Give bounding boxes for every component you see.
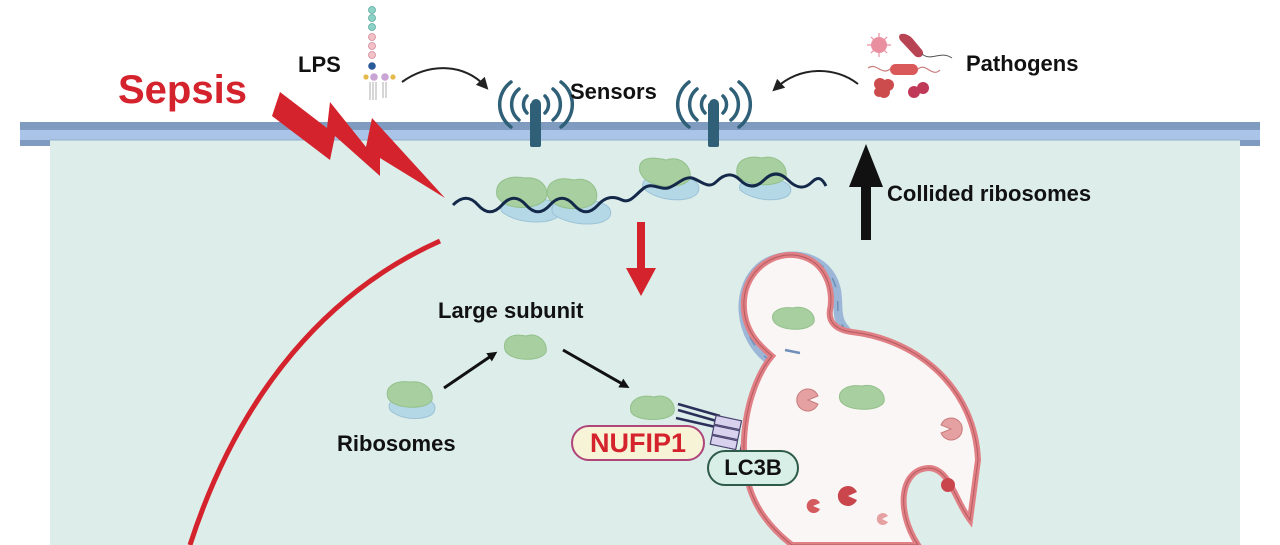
pathogens-to-sensors-arrow [772, 70, 859, 92]
lps-molecule-icon [363, 6, 396, 100]
large-subunit-icon [839, 384, 885, 410]
sensor-antenna-icon [675, 80, 753, 147]
lc3b-label: LC3B [724, 455, 782, 480]
dissociation-down-arrow [626, 222, 656, 296]
ribosomes-label: Ribosomes [337, 431, 456, 456]
sensor-antenna-icon [497, 80, 575, 147]
large-subunit-icon [503, 334, 547, 360]
nufip1-badge: NUFIP1 [571, 425, 705, 461]
collided-ribosomes-up-arrow [849, 144, 883, 240]
lps-label: LPS [298, 52, 341, 77]
pathogens-label: Pathogens [966, 51, 1079, 76]
subunit-to-nufip1-arrow [562, 348, 630, 388]
lc3b-badge: LC3B [707, 450, 799, 486]
red-membrane-curve [187, 238, 442, 545]
autophagosome-icon [738, 251, 982, 545]
large-subunit-icon [771, 306, 815, 330]
ribosome-icon [386, 381, 436, 419]
ribosome-to-subunit-arrow [443, 351, 498, 390]
lightning-bolt-icon [272, 92, 445, 198]
pathogens-icon [867, 33, 953, 98]
nufip1-label: NUFIP1 [589, 427, 687, 458]
lysosome-enzyme-icon [796, 388, 963, 525]
large-subunit-label: Large subunit [438, 298, 584, 323]
cytoplasm [50, 140, 1240, 545]
sepsis-label: Sepsis [118, 68, 247, 112]
ribosome-icon [736, 156, 792, 201]
collided-ribosomes-label: Collided ribosomes [887, 181, 1092, 206]
plasma-membrane [20, 122, 1260, 146]
large-subunit-icon [630, 395, 675, 420]
lps-to-sensors-arrow [401, 67, 489, 90]
collided-ribosomes-on-mrna [451, 156, 828, 225]
mrna-strand [451, 172, 828, 214]
sensors-label: Sensors [570, 79, 657, 104]
nufip1-lc3b-linker [675, 402, 721, 430]
